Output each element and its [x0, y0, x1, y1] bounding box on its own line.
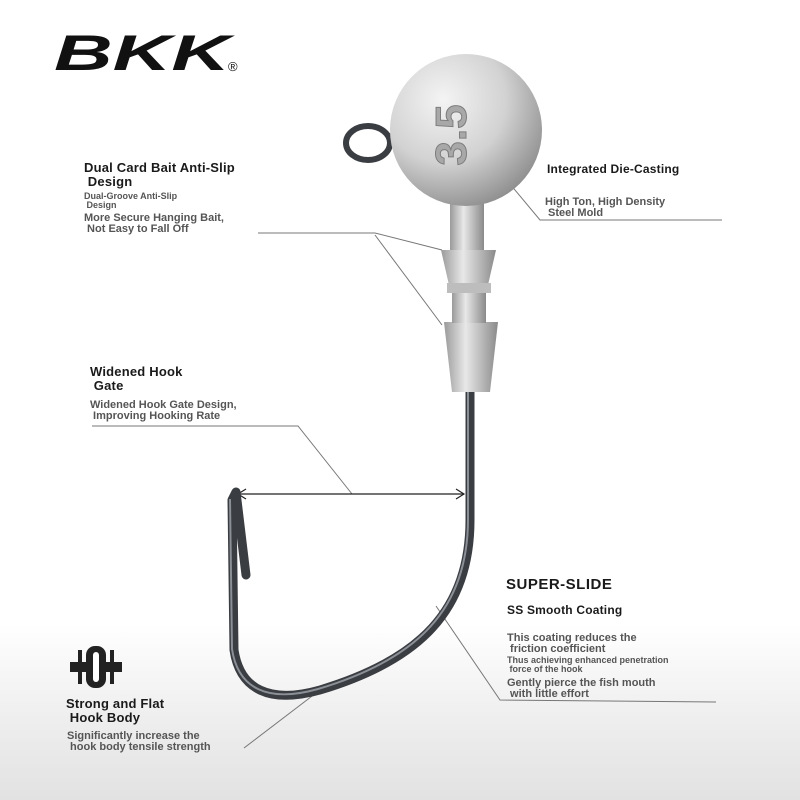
- die-casting-title: Integrated Die-Casting: [547, 162, 680, 176]
- lead-head: 3.5: [390, 54, 542, 392]
- bkk-logo: BKK ®: [54, 30, 238, 76]
- super-slide-desc1: This coating reduces the friction coeffi…: [507, 632, 637, 655]
- super-slide-subtitle: SS Smooth Coating: [507, 603, 623, 617]
- die-casting-sub: High Ton, High Density Steel Mold: [545, 196, 666, 219]
- anti-slip-sub1: Dual-Groove Anti-Slip Design: [84, 191, 178, 210]
- gate-width-arrow: [236, 488, 466, 500]
- hook-gate-sub: Widened Hook Gate Design, Improving Hook…: [90, 399, 237, 422]
- hook-wire: [227, 387, 475, 700]
- super-slide-desc2: Thus achieving enhanced penetration forc…: [507, 655, 669, 674]
- super-slide-title: SUPER-SLIDE: [506, 576, 613, 593]
- super-slide-desc3: Gently pierce the fish mouth with little…: [507, 677, 656, 700]
- anti-slip-title: Dual Card Bait Anti-Slip Design: [84, 160, 235, 189]
- weight-mark: 3.5: [427, 104, 476, 165]
- anti-slip-sub2: More Secure Hanging Bait, Not Easy to Fa…: [84, 212, 224, 235]
- hook-gate-title: Widened Hook Gate: [90, 364, 183, 393]
- registered-mark: ®: [228, 59, 238, 74]
- logo-text: BKK: [54, 30, 236, 76]
- leader-lines: [92, 177, 722, 749]
- flat-hook-body-icon: [70, 646, 122, 688]
- hook-body-sub: Significantly increase the hook body ten…: [67, 730, 211, 753]
- hook-body-title: Strong and Flat Hook Body: [66, 696, 165, 725]
